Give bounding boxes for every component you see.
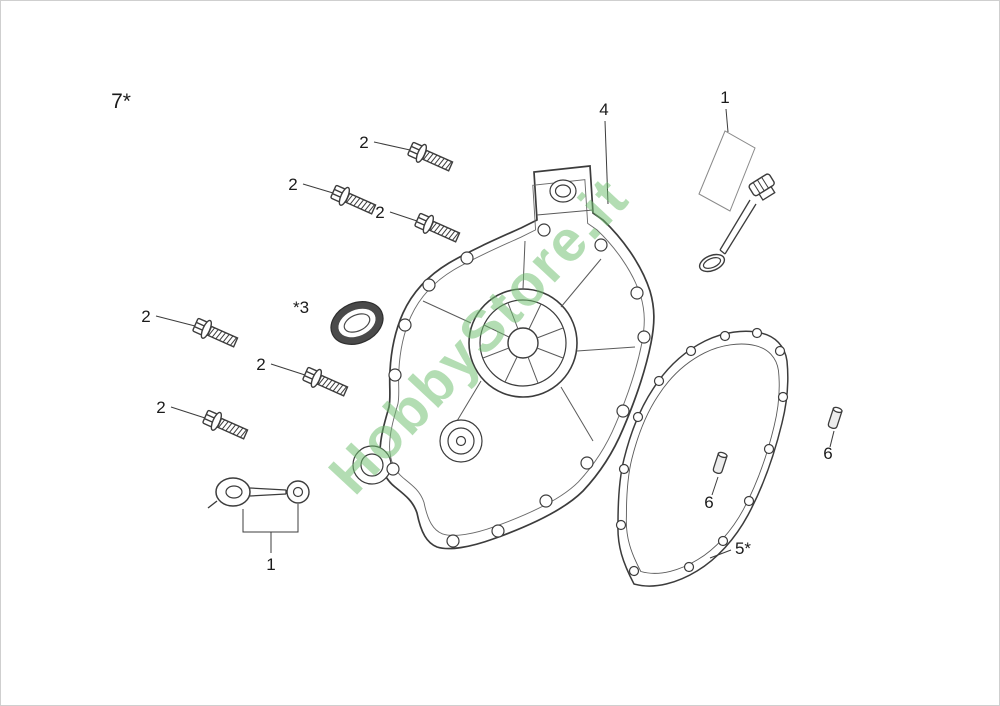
flange-bolt-f [200,407,251,444]
dipstick-backing-plate [698,130,756,212]
part-label-2b: 2 [288,175,297,194]
part-label-6a: 6 [704,493,713,512]
gasket-drawing [615,327,789,587]
part-label-2f: 2 [156,398,165,417]
flange-bolt-e [300,364,351,401]
flange-bolt-d [190,315,241,352]
part-label-7: 7* [111,90,131,113]
part-label-1-bottom: 1 [266,555,275,574]
oil-seal-drawing [330,301,384,345]
part-label-3: *3 [293,298,309,317]
part-label-6b: 6 [823,444,832,463]
dipstick-handle-drawing [207,477,310,553]
oil-dipstick-assembly-drawing [698,130,776,273]
flange-bolt-c [412,210,463,247]
part-label-1-top: 1 [720,88,729,107]
cover-bosses [352,419,483,485]
part-label-2d: 2 [141,307,150,326]
part-label-5: 5* [735,539,751,558]
dowel-pin-b [826,405,844,431]
cover-bolt-holes [386,223,651,548]
part-label-2a: 2 [359,133,368,152]
leader-lines [155,108,835,559]
part-label-4: 4 [599,100,608,119]
gasket-bolt-holes [615,327,789,577]
bore-ribs [482,302,564,384]
flange-bolt-a [405,139,456,176]
flange-bolt-b [328,182,379,219]
dipstick-oring [698,253,726,273]
part-label-2e: 2 [256,355,265,374]
part-label-2c: 2 [375,203,384,222]
crankcase-cover-drawing [352,165,655,550]
dipstick-cap [748,173,776,201]
